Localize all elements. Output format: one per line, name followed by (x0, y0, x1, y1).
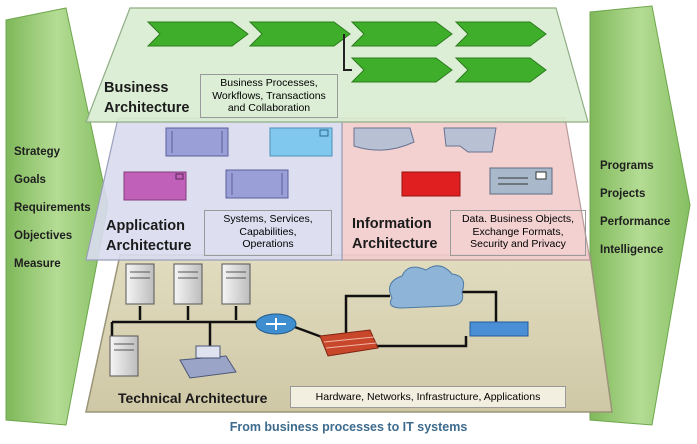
application-architecture-title: Application Architecture (106, 218, 192, 254)
right-execution-list: Programs Projects Performance Intelligen… (600, 152, 670, 264)
technical-architecture-title: Technical Architecture (118, 390, 268, 406)
app-component-blue-2 (225, 169, 289, 199)
router-icon (255, 313, 297, 335)
cloud-icon (389, 265, 465, 309)
application-components (123, 127, 333, 201)
process-step-1 (146, 21, 249, 47)
technical-network (109, 263, 529, 379)
figure-caption: From business processes to IT systems (229, 420, 468, 434)
right-item-performance: Performance (600, 216, 671, 228)
left-goals-list: Strategy Goals Requirements Objectives M… (14, 138, 91, 278)
right-item-programs: Programs (600, 160, 654, 172)
technical-architecture-description: Hardware, Networks, Infrastructure, Appl… (290, 386, 566, 408)
info-database-shape (353, 127, 415, 151)
left-item-strategy: Strategy (14, 146, 61, 158)
process-step-5 (350, 57, 453, 83)
process-step-3 (350, 21, 453, 47)
app-component-cyan (269, 127, 333, 157)
information-architecture-description: Data. Business Objects, Exchange Formats… (450, 210, 586, 256)
process-step-2 (248, 21, 351, 47)
app-component-blue-1 (165, 127, 229, 157)
information-components (353, 127, 553, 197)
process-flow (146, 21, 547, 83)
server-icon (109, 335, 139, 377)
business-architecture-title: Business Architecture (104, 80, 190, 116)
left-item-measure: Measure (14, 258, 61, 270)
printer-icon (179, 345, 237, 379)
info-document-shape (443, 127, 497, 153)
left-item-goals: Goals (14, 174, 46, 186)
process-step-4 (454, 21, 547, 47)
application-architecture-description: Systems, Services, Capabilities, Operati… (204, 210, 332, 256)
app-component-magenta (123, 171, 187, 201)
business-architecture-description: Business Processes, Workflows, Transacti… (200, 74, 338, 118)
process-step-6 (454, 57, 547, 83)
left-goals-arrow (5, 7, 109, 426)
info-data-object-red (401, 171, 461, 197)
server-icon (125, 263, 155, 305)
left-item-objectives: Objectives (14, 230, 73, 242)
right-item-projects: Projects (600, 188, 646, 200)
server-icon (173, 263, 203, 305)
right-item-intelligence: Intelligence (600, 244, 664, 256)
information-architecture-title: Information Architecture (352, 216, 438, 252)
left-item-requirements: Requirements (14, 202, 91, 214)
switch-icon (469, 321, 529, 337)
process-branch-connector (343, 34, 352, 71)
firewall-icon (319, 329, 379, 357)
server-icon (221, 263, 251, 305)
